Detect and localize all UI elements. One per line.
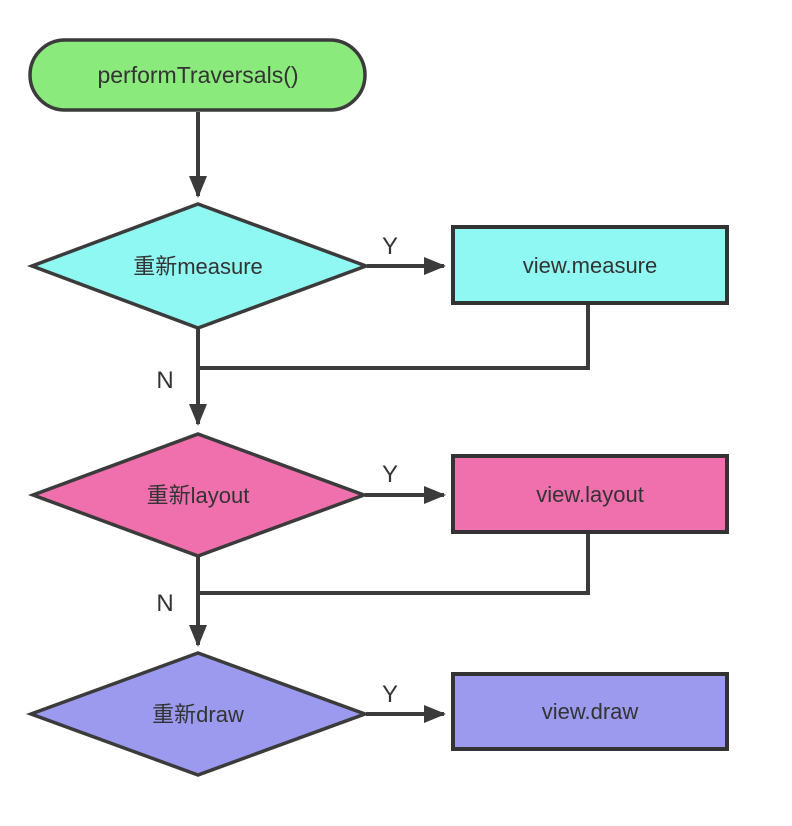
node-draw-decision [25, 651, 371, 777]
label-layout-yes: Y [382, 461, 398, 488]
node-measure-action-label: view.measure [523, 253, 658, 278]
label-layout-no: N [156, 590, 173, 617]
node-layout-decision-label: 重新layout [147, 483, 250, 508]
node-measure-action [451, 225, 729, 305]
node-draw-action [451, 672, 729, 751]
node-layout-decision [27, 432, 370, 558]
label-measure-yes: Y [382, 233, 398, 260]
edge-measure-feedback [200, 305, 590, 370]
node-draw-decision-label: 重新draw [152, 702, 244, 727]
label-draw-yes: Y [382, 681, 398, 708]
edge-layout-feedback [200, 534, 590, 595]
node-start-label: performTraversals() [97, 62, 298, 88]
node-measure-decision-label: 重新measure [133, 254, 263, 279]
label-measure-no: N [156, 367, 173, 394]
node-start [28, 38, 367, 112]
node-layout-action-label: view.layout [536, 482, 644, 507]
node-draw-action-label: view.draw [542, 699, 639, 724]
node-measure-decision [26, 202, 372, 330]
node-layout-action [451, 454, 729, 534]
